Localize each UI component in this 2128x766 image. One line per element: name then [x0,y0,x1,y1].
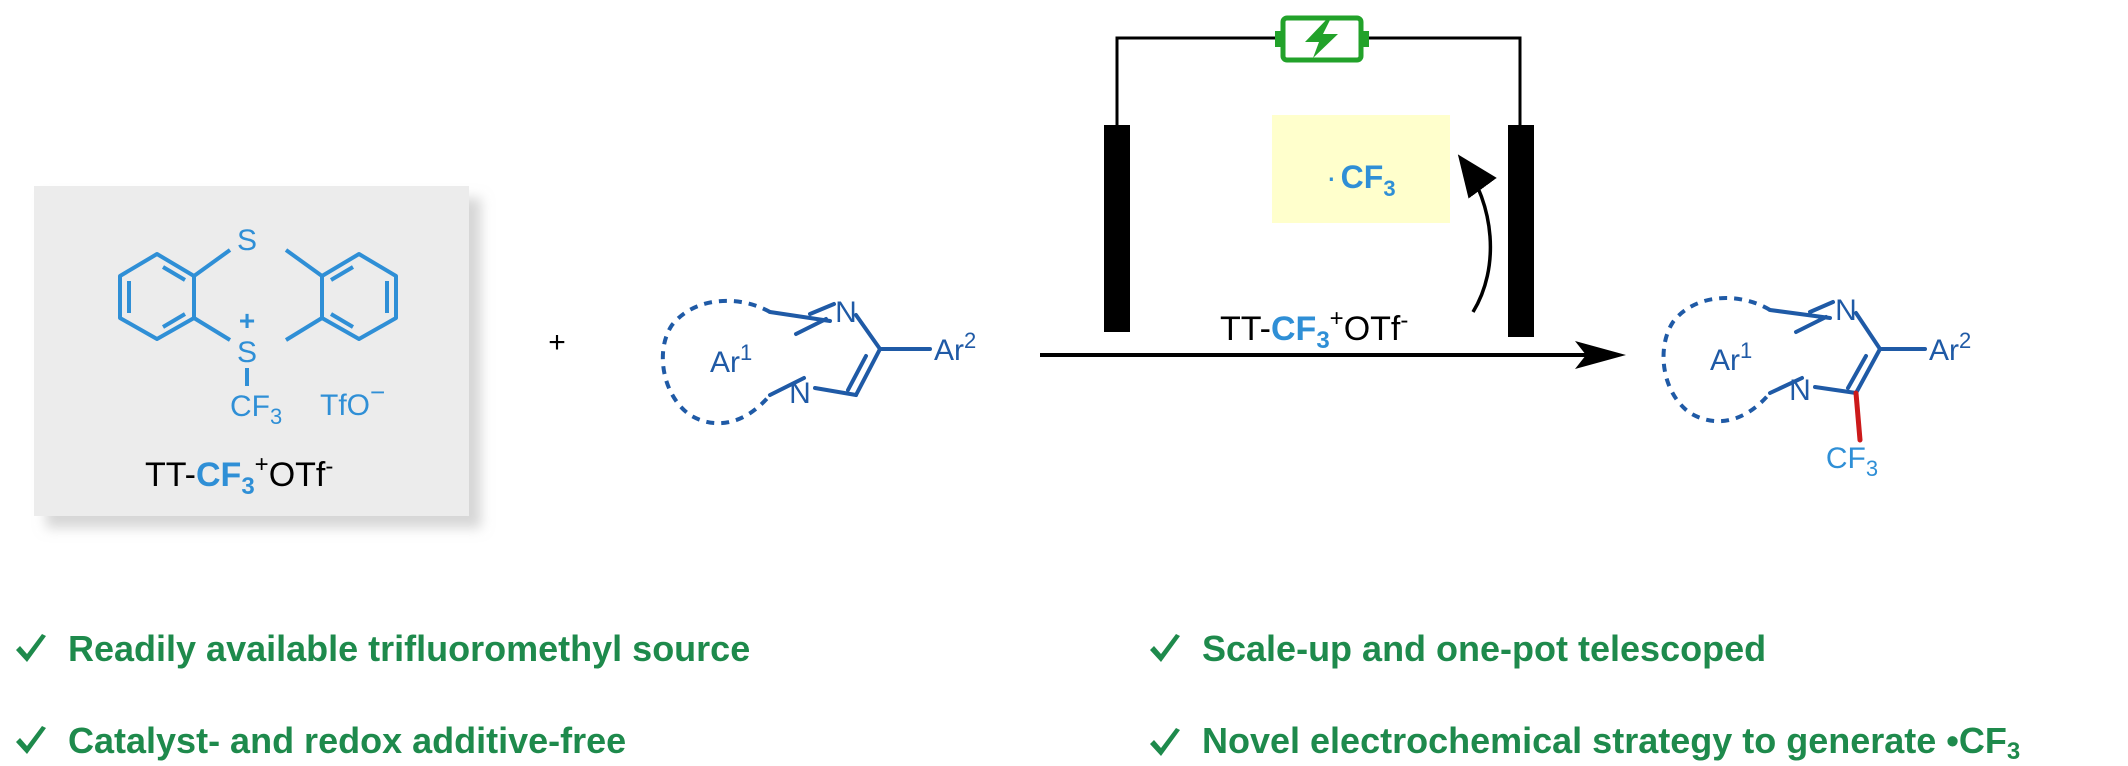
battery-icon [1275,15,1369,63]
product-ar2-label: Ar2 [1929,328,1971,367]
ar1-dashed-ring [660,298,772,426]
counterion-label: TfO− [320,377,385,422]
radical-formation-arrow [1457,154,1497,313]
reagent-box [34,186,469,516]
radical-highlight-box [1272,115,1450,223]
checkmark-icon [16,726,46,754]
feature-scale-up: Scale-up and one-pot telescoped [1148,628,1766,670]
feature-text: Catalyst- and redox additive-free [68,720,627,761]
sulfonium-charge: + [239,305,255,336]
product-cf3-label: CF3 [1826,442,1878,481]
plus-sign: + [548,326,566,359]
feature-novel-strategy: Novel electrochemical strategy to genera… [1148,720,2020,766]
substrate-imidazole: N N Ar1 Ar2 [660,296,976,426]
feature-text: Readily available trifluoromethyl source [68,628,751,669]
product-ar1-label: Ar1 [1710,338,1752,377]
substrate-n-bottom: N [789,377,811,410]
checkmark-icon [16,634,46,662]
product-imidazole: N N Ar1 Ar2 CF3 [1661,294,1971,481]
conditions-label: TT-CF3+OTf- [1220,305,1408,354]
electrochemical-cell: ·CF3 [1104,15,1534,337]
product-n-top: N [1835,294,1857,327]
reagent-name: TT-CF3+OTf- [145,451,333,500]
reagent-cf3-label: CF3 [230,390,282,429]
sulfur-top-label: S [237,224,257,257]
new-c-cf3-bond [1853,390,1863,443]
feature-text: Scale-up and one-pot telescoped [1202,628,1767,669]
sulfur-bottom-label: S [237,336,257,369]
feature-text: Novel electrochemical strategy to genera… [1202,720,2021,765]
cathode-electrode [1508,125,1534,337]
checkmark-icon [1150,728,1180,756]
circuit-wire [1115,36,1275,125]
thianthrenium-structure [118,248,398,386]
substrate-ar2-label: Ar2 [934,328,976,367]
substrate-ar1-label: Ar1 [710,340,752,379]
reagent-panel: S + S CF3 TfO− TT-CF3+OTf- [34,186,469,516]
product-n-bottom: N [1789,374,1811,407]
checkmark-icon [1150,634,1180,662]
cf3-radical-label: ·CF3 [1326,159,1396,201]
product-ar1-dashed-ring [1661,296,1772,424]
feature-catalyst-free: Catalyst- and redox additive-free [14,720,626,762]
substrate-n-top: N [835,296,857,329]
anode-electrode [1104,125,1130,332]
feature-readily-available: Readily available trifluoromethyl source [14,628,750,670]
